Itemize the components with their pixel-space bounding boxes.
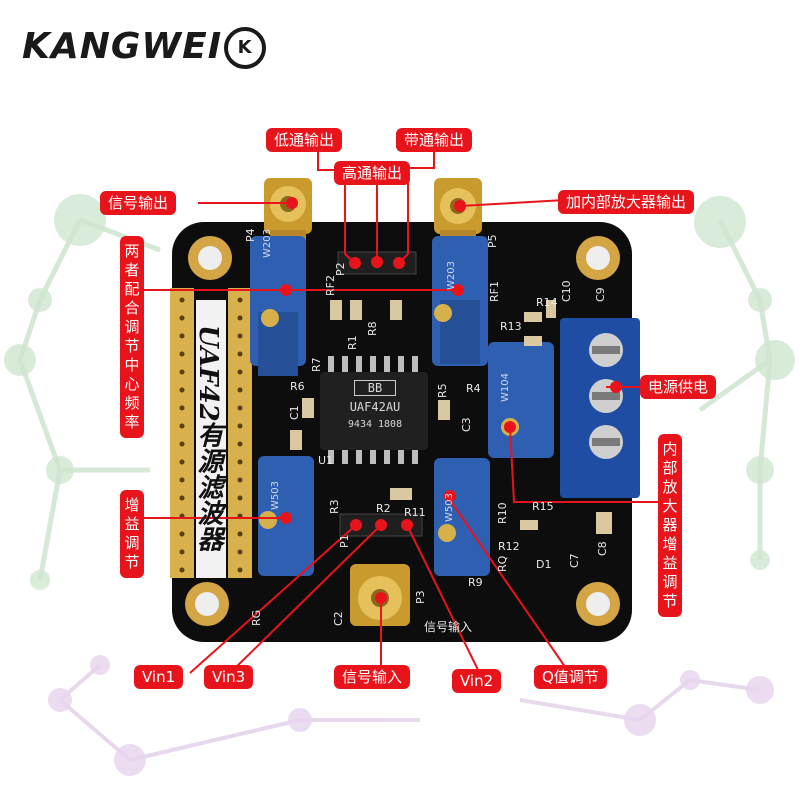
- silk-label: R7: [310, 357, 323, 372]
- label-band-pass-output: 带通输出: [396, 128, 473, 152]
- label-vin1: Vin1: [134, 665, 184, 689]
- label-vin2: Vin2: [452, 669, 502, 693]
- uaf42-ic: [320, 356, 428, 464]
- label-power-supply: 电源供电: [640, 375, 717, 399]
- callout-dots: [280, 197, 622, 604]
- silk-label: P5: [486, 234, 499, 248]
- label-center-frequency: 两者配合调节中心频率: [120, 236, 144, 438]
- label-low-pass-output: 低通输出: [266, 128, 343, 152]
- potentiometer-internal-gain: [488, 342, 554, 458]
- silk-label: R8: [366, 321, 379, 336]
- silk-label: R5: [436, 383, 449, 398]
- silk-label: RQ: [496, 555, 509, 572]
- label-internal-gain: 内部放大器增益调节: [658, 434, 682, 617]
- network-nodes: [4, 194, 795, 590]
- label-signal-output: 信号输出: [100, 191, 177, 215]
- pot-marking-internal-gain: W104: [500, 373, 511, 402]
- silk-label: P2: [334, 262, 347, 276]
- brand-name: KANGWEI: [22, 26, 223, 67]
- silk-label: R14: [536, 296, 558, 309]
- silk-label: C10: [560, 280, 573, 302]
- silk-label: R2: [376, 502, 391, 515]
- silk-label: R10: [496, 502, 509, 524]
- label-q-adjust: Q值调节: [534, 665, 607, 689]
- silk-label: R13: [500, 320, 522, 333]
- silk-label: C8: [596, 541, 609, 556]
- silk-label: R4: [466, 382, 481, 395]
- pot-marking-rg: W503: [270, 481, 281, 510]
- smd-components: [290, 300, 612, 534]
- silk-label: RG: [250, 609, 263, 626]
- pot-marking-rf2: W203: [262, 229, 273, 258]
- potentiometer-rf2: [250, 236, 306, 376]
- potentiometer-rf1: [432, 236, 488, 366]
- silk-label: C1: [288, 405, 301, 420]
- silk-label: P3: [414, 590, 427, 604]
- silk-label: C3: [460, 417, 473, 432]
- mounting-holes: [185, 236, 620, 626]
- board-title: UAF42有源滤波器: [193, 324, 223, 552]
- silk-label: R9: [468, 576, 483, 589]
- label-internal-amp-output: 加内部放大器输出: [558, 190, 695, 214]
- label-gain-adjust: 增益调节: [120, 490, 144, 578]
- pot-marking-rf1: W203: [446, 261, 457, 290]
- silk-signal-in: 信号输入: [424, 620, 473, 634]
- power-terminal-block: [560, 318, 640, 498]
- pot-marking-rq: W503: [444, 493, 455, 522]
- silk-label: R6: [290, 380, 305, 393]
- silk-label: C9: [594, 287, 607, 302]
- label-signal-input: 信号输入: [334, 665, 411, 689]
- silk-label: RF1: [488, 281, 501, 302]
- silk-label: P4: [244, 228, 257, 242]
- chip-marking-line2: 9434 1808: [347, 419, 403, 430]
- label-vin3: Vin3: [204, 665, 254, 689]
- silk-label: R12: [498, 540, 520, 553]
- proto-strips: [170, 288, 252, 578]
- silk-label: R15: [532, 500, 554, 513]
- brand-mark-icon: K: [224, 27, 267, 69]
- silk-label: U1: [318, 454, 334, 467]
- label-high-pass-output: 高通输出: [334, 161, 411, 185]
- silk-label: C7: [568, 553, 581, 568]
- chip-logo: BB: [354, 380, 396, 396]
- silk-label: C2: [332, 611, 345, 626]
- silk-label: R1: [346, 335, 359, 350]
- silk-label: R3: [328, 499, 341, 514]
- silk-label: RF2: [324, 275, 337, 296]
- silk-label: R11: [404, 506, 426, 519]
- silk-label: D1: [536, 558, 552, 571]
- chip-marking-line1: UAF42AU: [349, 400, 401, 414]
- silk-label: P1: [338, 534, 351, 548]
